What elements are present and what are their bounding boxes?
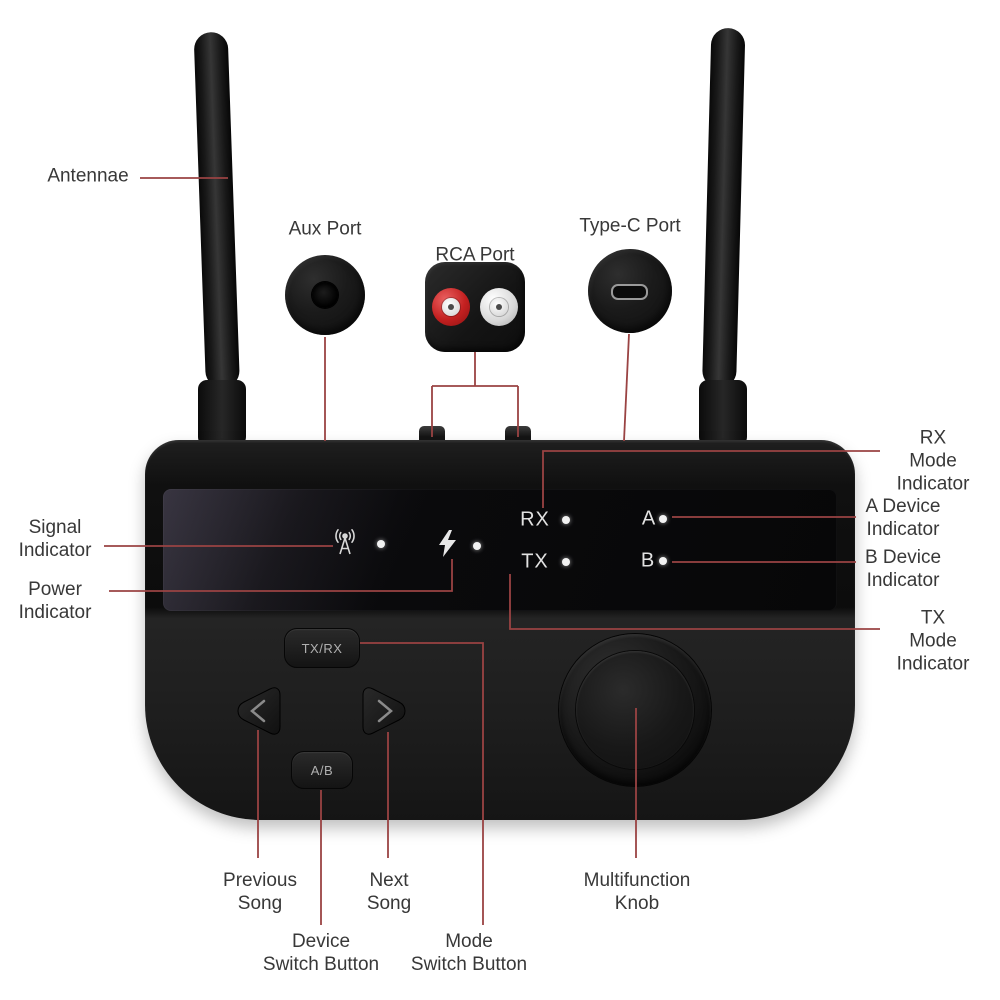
label-aux-port: Aux Port — [288, 218, 362, 240]
antenna-hinge — [699, 380, 747, 446]
rca-jack-center — [490, 298, 508, 316]
rca-jack-hole — [496, 304, 502, 310]
type-c-slot — [611, 284, 648, 300]
b-device-label: B — [640, 549, 656, 572]
label-multifunction-knob: Multifunction Knob — [583, 870, 691, 914]
device-switch-button-label: A/B — [310, 762, 334, 778]
label-a-device-indicator: A Device Indicator — [865, 496, 941, 540]
power-lightning-icon — [439, 530, 456, 557]
label-device-switch-button: Device Switch Button — [262, 931, 380, 975]
callout-line-type-c-port — [623, 333, 630, 442]
next-song-button — [362, 687, 406, 735]
callout-line-rca-port — [431, 352, 519, 437]
signal-led — [377, 540, 385, 548]
mode-switch-button-label: TX/RX — [301, 640, 343, 656]
label-antennae: Antennae — [47, 165, 129, 187]
device-body: RX TX A B TX/RX A/B — [145, 440, 855, 820]
label-power-indicator: Power Indicator — [18, 579, 92, 623]
tx-label: TX — [521, 550, 549, 573]
a-device-label: A — [641, 507, 657, 530]
device-switch-button: A/B — [291, 751, 353, 789]
rx-mode-led — [562, 516, 570, 524]
multifunction-knob-cap — [576, 651, 694, 769]
label-type-c-port: Type-C Port — [579, 215, 681, 237]
label-mode-switch-button: Mode Switch Button — [410, 931, 528, 975]
antenna-rod — [193, 31, 240, 389]
a-device-led — [659, 515, 667, 523]
label-b-device-indicator: B Device Indicator — [864, 547, 942, 591]
rx-label: RX — [520, 508, 550, 531]
display-panel: RX TX A B — [163, 489, 837, 611]
type-c-port-thumbnail — [588, 249, 672, 333]
power-led — [473, 542, 481, 550]
label-next-song: Next Song — [366, 870, 412, 914]
label-tx-mode-indicator: TX Mode Indicator — [896, 607, 970, 675]
aux-port-thumbnail — [285, 255, 365, 335]
rca-port-thumbnail — [425, 262, 525, 352]
rca-jack-center — [442, 298, 460, 316]
rca-jack-white — [480, 288, 518, 326]
previous-song-button — [237, 687, 281, 735]
label-signal-indicator: Signal Indicator — [18, 517, 92, 561]
signal-broadcast-icon — [335, 529, 355, 555]
rca-jack-hole — [448, 304, 454, 310]
b-device-led — [659, 557, 667, 565]
label-rca-port: RCA Port — [435, 244, 515, 266]
label-rx-mode-indicator: RX Mode Indicator — [896, 427, 970, 495]
left-arrow-icon — [250, 699, 266, 723]
antenna-rod — [702, 27, 746, 389]
label-previous-song: Previous Song — [223, 870, 297, 914]
tx-mode-led — [562, 558, 570, 566]
mode-switch-button: TX/RX — [284, 628, 360, 668]
aux-jack-hole — [312, 282, 338, 308]
multifunction-knob — [559, 634, 711, 786]
antenna-hinge — [198, 380, 246, 446]
rca-jack-red — [432, 288, 470, 326]
